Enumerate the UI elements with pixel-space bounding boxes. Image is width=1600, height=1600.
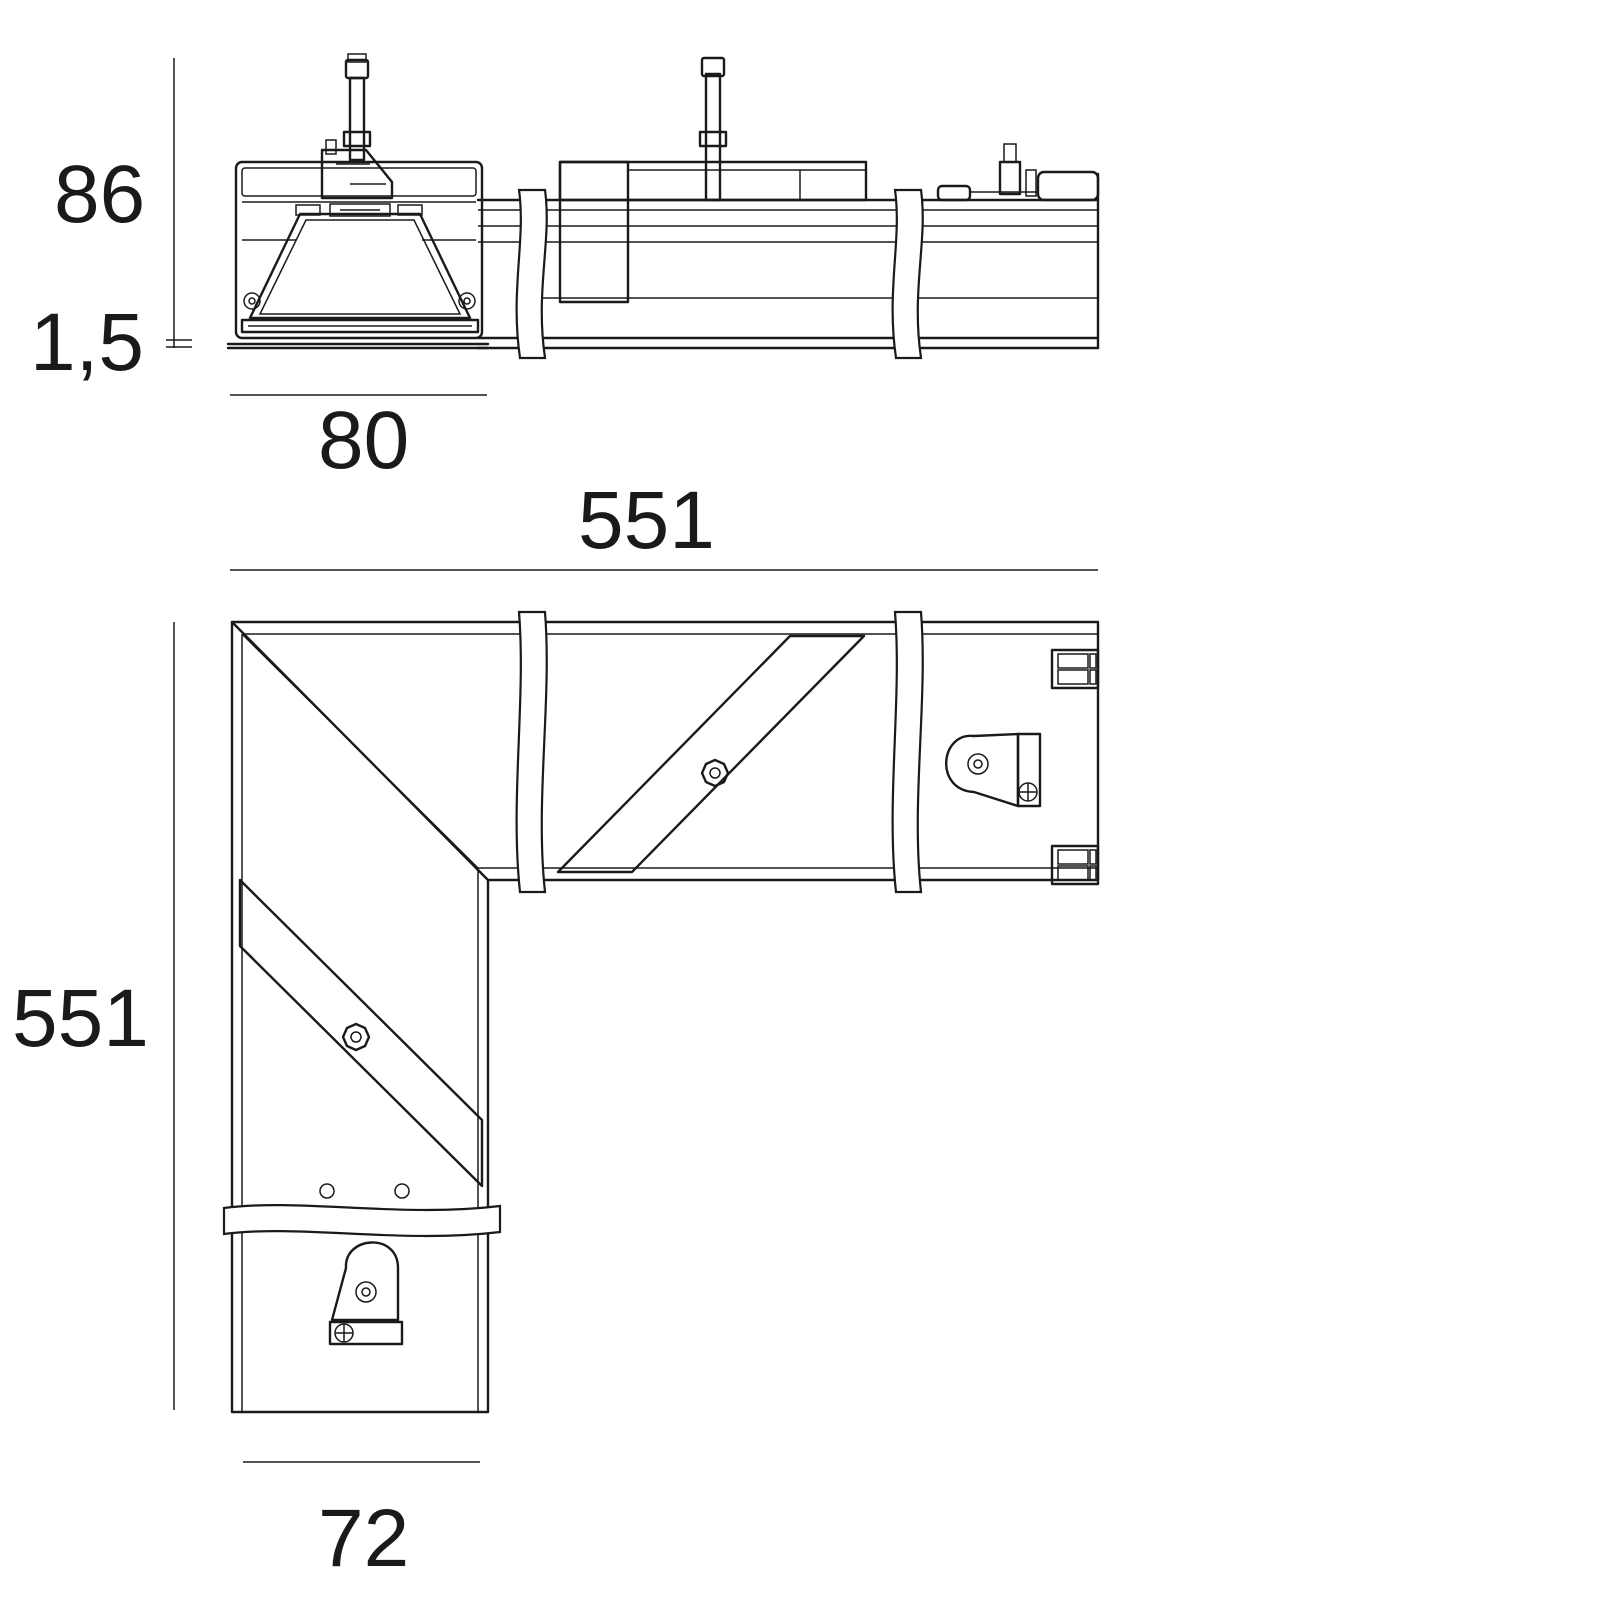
plan-view <box>222 610 1100 1414</box>
break-symbols-elevation <box>515 188 924 360</box>
terminal-block-top <box>1050 648 1100 690</box>
dimension-lines <box>166 58 1098 1463</box>
dim-section-width-label: 80 <box>318 395 409 486</box>
dim-height-label: 86 <box>54 149 145 240</box>
side-elevation-view <box>226 53 1100 360</box>
profile-elevation <box>476 56 1100 350</box>
diagonal-strap-horizontal <box>556 634 866 874</box>
break-symbols-plan <box>222 610 924 1238</box>
dim-recess-label: 1,5 <box>30 297 144 388</box>
mounting-clip-vertical <box>328 1241 404 1346</box>
dim-overall-length-side-label: 551 <box>12 973 149 1064</box>
diagonal-strap-vertical <box>238 878 484 1199</box>
cross-section <box>226 53 490 350</box>
dim-profile-width-label: 72 <box>318 1493 409 1584</box>
terminal-block-bottom <box>1050 844 1100 886</box>
mounting-clip-horizontal <box>945 732 1042 808</box>
dim-overall-length-top-label: 551 <box>578 475 715 566</box>
